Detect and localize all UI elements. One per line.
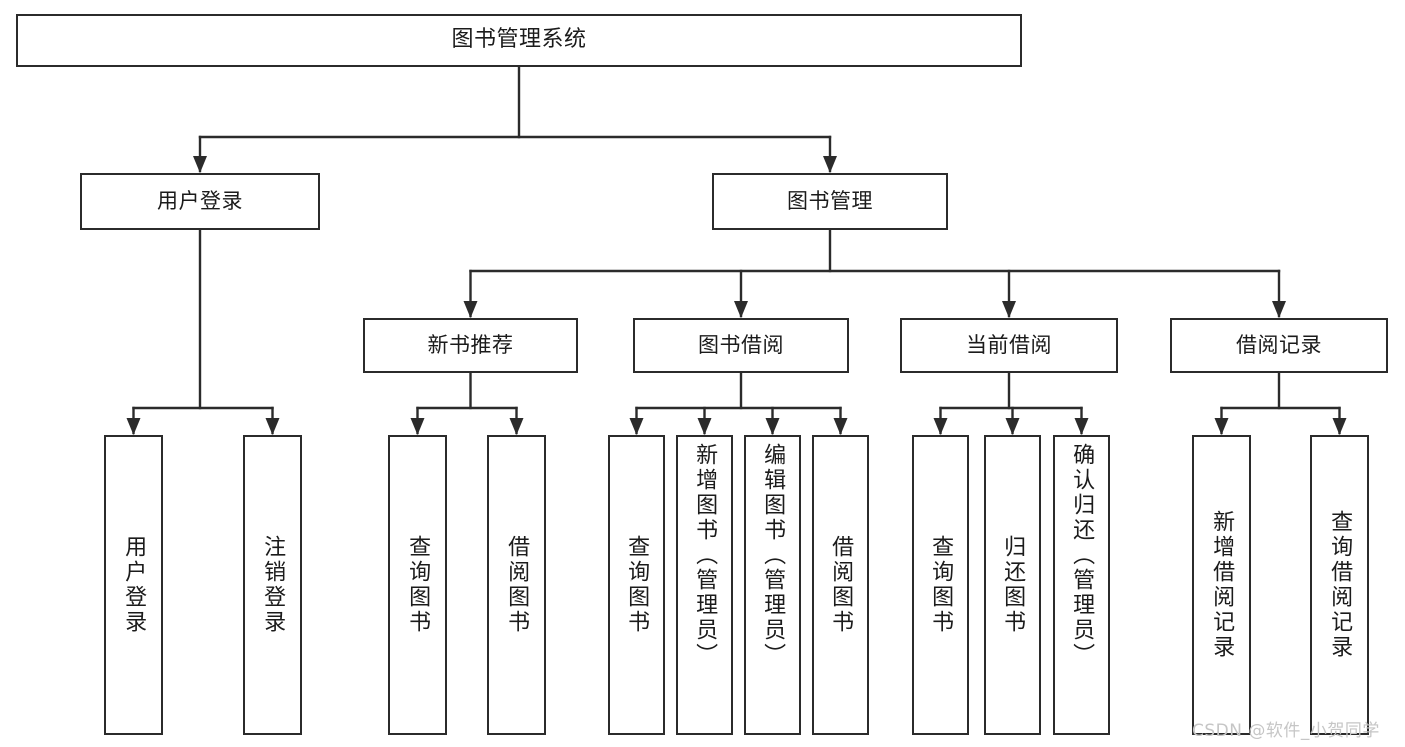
- leaf-query-book-2-label: 查询图书: [624, 535, 650, 635]
- node-root-label: 图书管理系统: [451, 27, 587, 53]
- leaf-query-book-3[interactable]: 查询图书: [912, 435, 969, 735]
- leaf-query-book-2[interactable]: 查询图书: [608, 435, 665, 735]
- leaf-borrow-book-1-label: 借阅图书: [504, 535, 530, 635]
- node-user-login-label: 用户登录: [157, 188, 243, 213]
- leaf-borrow-book-2-label: 借阅图书: [828, 535, 854, 635]
- node-book-manage-label: 图书管理: [787, 188, 873, 213]
- csdn-watermark: CSDN @软件_小贺同学: [1192, 721, 1380, 741]
- leaf-logout[interactable]: 注销登录: [243, 435, 302, 735]
- leaf-add-record[interactable]: 新增借阅记录: [1192, 435, 1251, 735]
- leaf-query-book-1-label: 查询图书: [405, 535, 431, 635]
- leaf-query-book-1[interactable]: 查询图书: [388, 435, 447, 735]
- node-book-borrow-label: 图书借阅: [698, 332, 784, 357]
- leaf-return-book[interactable]: 归还图书: [984, 435, 1041, 735]
- node-borrow-record[interactable]: 借阅记录: [1170, 318, 1388, 373]
- leaf-edit-book[interactable]: 编辑图书（管理员）: [744, 435, 801, 735]
- leaf-edit-book-label: 编辑图书（管理员）: [760, 443, 786, 668]
- node-book-borrow[interactable]: 图书借阅: [633, 318, 849, 373]
- leaf-add-book-label: 新增图书（管理员）: [692, 443, 718, 668]
- node-new-book-rec[interactable]: 新书推荐: [363, 318, 578, 373]
- leaf-query-book-3-label: 查询图书: [928, 535, 954, 635]
- leaf-add-book[interactable]: 新增图书（管理员）: [676, 435, 733, 735]
- node-new-book-rec-label: 新书推荐: [427, 332, 514, 357]
- node-root[interactable]: 图书管理系统: [16, 14, 1022, 67]
- node-borrow-record-label: 借阅记录: [1236, 332, 1322, 357]
- leaf-query-record[interactable]: 查询借阅记录: [1310, 435, 1369, 735]
- leaf-return-book-label: 归还图书: [1000, 535, 1026, 635]
- leaf-logout-label: 注销登录: [260, 535, 286, 635]
- node-book-manage[interactable]: 图书管理: [712, 173, 948, 230]
- leaf-user-login[interactable]: 用户登录: [104, 435, 163, 735]
- leaf-query-record-label: 查询借阅记录: [1327, 510, 1353, 660]
- leaf-confirm-return[interactable]: 确认归还（管理员）: [1053, 435, 1110, 735]
- node-current-borrow[interactable]: 当前借阅: [900, 318, 1118, 373]
- leaf-user-login-label: 用户登录: [121, 535, 147, 635]
- node-user-login[interactable]: 用户登录: [80, 173, 320, 230]
- node-current-borrow-label: 当前借阅: [966, 332, 1052, 357]
- leaf-add-record-label: 新增借阅记录: [1209, 510, 1235, 660]
- leaf-confirm-return-label: 确认归还（管理员）: [1069, 443, 1095, 668]
- leaf-borrow-book-2[interactable]: 借阅图书: [812, 435, 869, 735]
- leaf-borrow-book-1[interactable]: 借阅图书: [487, 435, 546, 735]
